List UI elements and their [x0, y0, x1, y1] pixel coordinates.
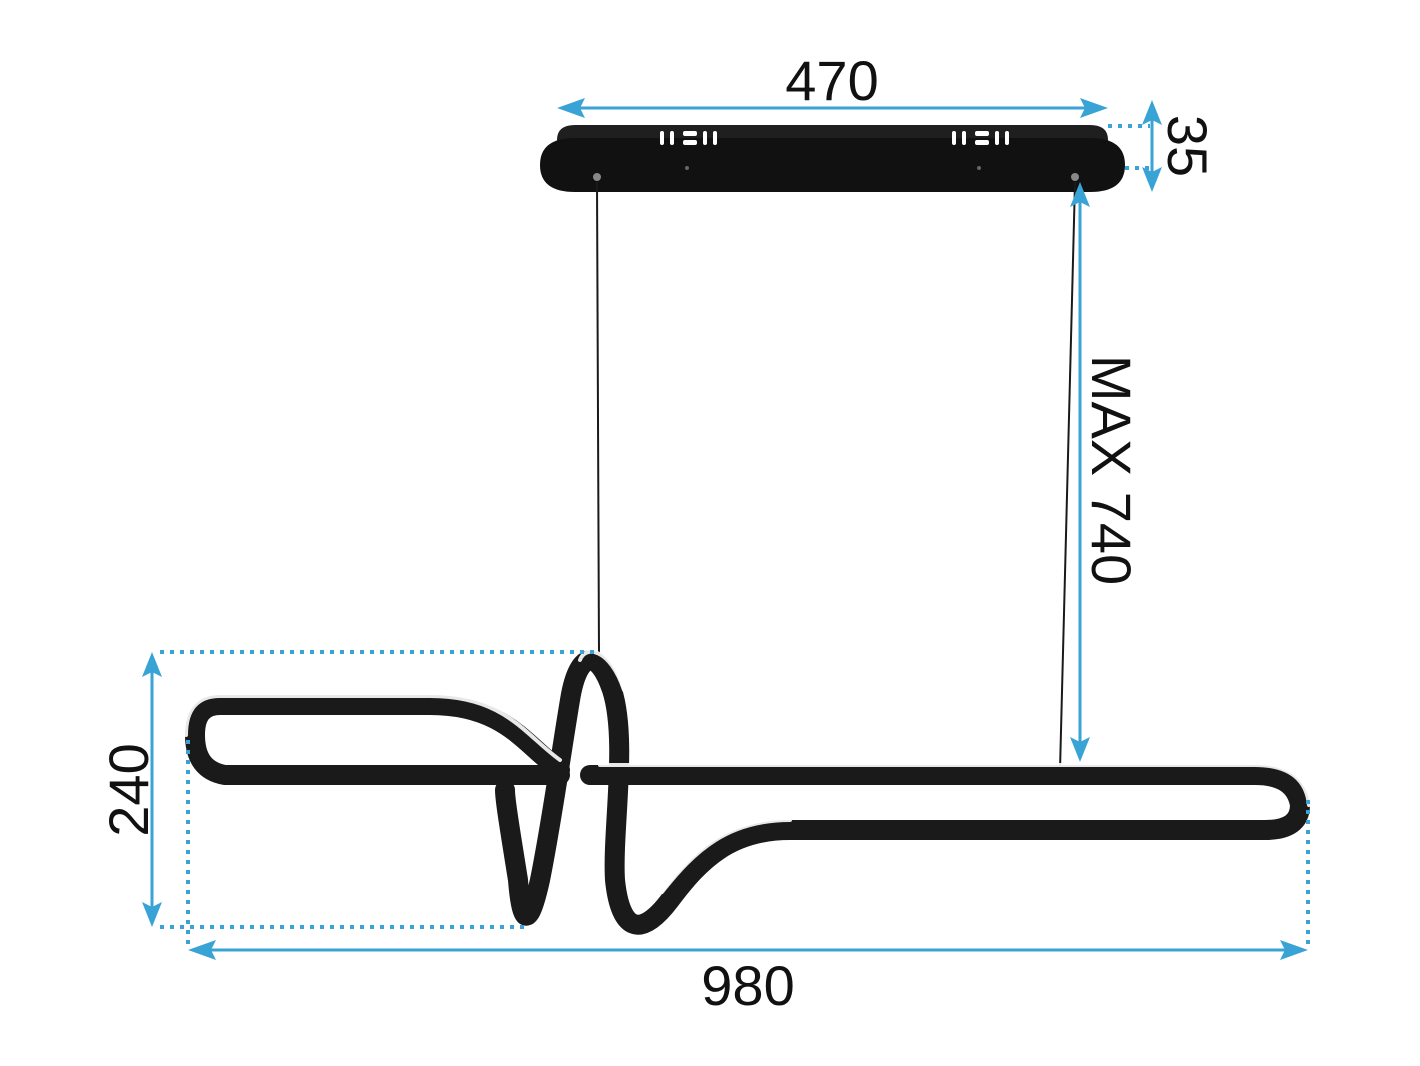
arrowhead-up-icon: [142, 652, 162, 677]
canopy-screw-right: [1071, 173, 1079, 181]
arrowhead-left-icon: [188, 940, 216, 960]
lamp-body: [184, 649, 1311, 935]
dimension-canopy-height: 35: [1108, 100, 1219, 192]
label-canopy-width: 470: [785, 49, 878, 112]
canopy-hole-right: [977, 166, 981, 170]
dimension-fixture-width: 980: [186, 740, 1310, 1017]
label-canopy-height: 35: [1156, 115, 1219, 177]
lamp-lower-curve-edge: [660, 818, 792, 894]
canopy-hole-left: [685, 166, 689, 170]
arrowhead-left-icon: [557, 98, 585, 118]
dimension-canopy-width: 470: [557, 49, 1108, 118]
lamp-left-loop-edge: [184, 694, 562, 762]
label-max-drop: MAX 740: [1080, 355, 1143, 585]
lamp-main-bar: [495, 650, 1310, 935]
arrowhead-right-icon: [1280, 940, 1308, 960]
canopy-top-face: [557, 125, 1108, 142]
arrowhead-right-icon: [1080, 98, 1108, 118]
arrowhead-down-icon: [1070, 737, 1090, 762]
arrowhead-up-icon: [1142, 100, 1162, 125]
dimension-fixture-height: 240: [97, 650, 600, 929]
canopy-body: [540, 138, 1125, 192]
arrowhead-down-icon: [1142, 167, 1162, 192]
suspension-wire-left: [596, 181, 600, 656]
label-fixture-height: 240: [97, 743, 160, 836]
canopy-vent-right: [952, 131, 1009, 145]
lamp-main-bar-edge: [598, 763, 1311, 807]
canopy: [540, 125, 1125, 192]
label-fixture-width: 980: [701, 954, 794, 1017]
arrowhead-up-icon: [1070, 182, 1090, 207]
canopy-screw-left: [593, 173, 601, 181]
dimension-max-drop: MAX 740: [1070, 182, 1143, 762]
canopy-vent-left: [660, 131, 717, 145]
suspension-wire-right: [1059, 181, 1076, 771]
lamp-left-loop: [185, 695, 570, 785]
arrowhead-down-icon: [142, 902, 162, 927]
lamp-twist-edge: [578, 649, 626, 692]
